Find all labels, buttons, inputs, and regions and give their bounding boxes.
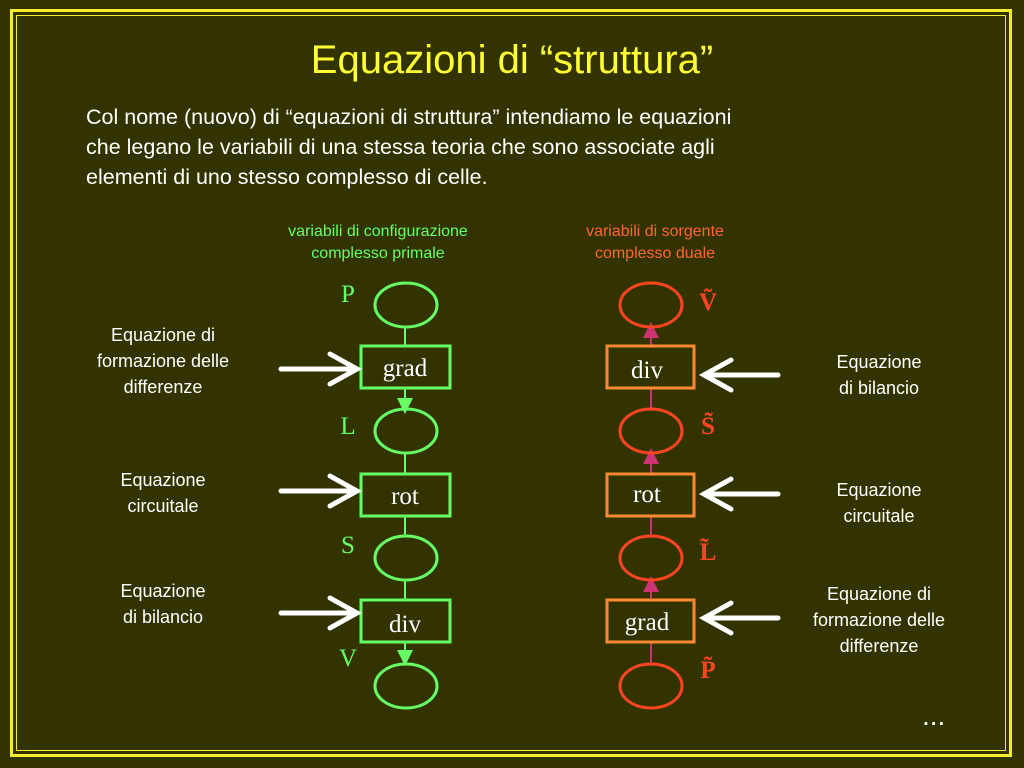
intro-line: Col nome (nuovo) di “equazioni di strutt… [86, 105, 732, 129]
label-line: Equazione di [110, 325, 216, 345]
dual-node-v [618, 281, 684, 329]
label-line: Equazione [836, 352, 922, 372]
right-equation-label-3: Equazione di formazione delle differenze [790, 581, 968, 659]
dual-header-line: variabili di sorgente [586, 223, 724, 240]
primal-node-p [373, 281, 439, 329]
right-equation-label-1: Equazione di bilancio [790, 349, 968, 401]
dual-operator-grad: grad [625, 609, 670, 636]
label-line: differenze [839, 636, 919, 656]
primal-variable-v: V [339, 645, 357, 672]
label-line: di bilancio [838, 378, 920, 398]
dual-variable-p-tilde: P̃ [700, 656, 715, 684]
intro-line: elementi di uno stesso complesso di cell… [86, 165, 488, 189]
label-line: di bilancio [122, 607, 204, 627]
primal-operator-box-div [359, 598, 452, 644]
primal-variable-s: S [341, 532, 355, 559]
dual-header-line: complesso duale [594, 245, 716, 262]
left-equation-label-2: Equazione circuitale [72, 467, 254, 519]
primal-node-l [373, 407, 439, 455]
primal-node-v [373, 662, 439, 710]
dual-chain: div rot grad Ṽ S̃ L̃ P̃ [605, 281, 717, 710]
dual-complex-header: variabili di sorgente complesso duale [555, 221, 755, 265]
dual-operator-box-rot [605, 472, 696, 518]
label-line: Equazione [120, 470, 206, 490]
pointer-arrows [278, 351, 781, 636]
primal-operator-box-rot [359, 472, 452, 518]
intro-line: che legano le variabili di una stessa te… [86, 135, 715, 159]
dual-variable-l-tilde: L̃ [700, 538, 717, 566]
continuation-ellipsis: ... [922, 700, 946, 731]
pointer-arrow-left-icon [698, 600, 781, 636]
label-line: circuitale [127, 496, 199, 516]
primal-operator-rot: rot [391, 483, 419, 510]
right-equation-label-2: Equazione circuitale [790, 477, 968, 529]
primal-operator-grad: grad [383, 355, 428, 382]
dual-operator-div: div [631, 357, 663, 384]
dual-node-p [618, 662, 684, 710]
slide-border-outer [10, 9, 1012, 757]
left-equation-label-3: Equazione di bilancio [72, 578, 254, 630]
dual-variable-s-tilde: S̃ [701, 412, 715, 440]
label-line: Equazione di [826, 584, 932, 604]
pointer-arrow-left-icon [698, 357, 781, 393]
primal-variable-l: L [340, 413, 355, 440]
primal-operator-div: div [389, 611, 421, 638]
label-line: differenze [123, 377, 203, 397]
pointer-arrow-right-icon [278, 351, 363, 387]
dual-variable-v-tilde: Ṽ [699, 287, 717, 316]
primal-chain: grad rot div P L S V [339, 281, 452, 710]
pointer-arrow-left-icon [698, 476, 781, 512]
dual-node-l [618, 534, 684, 582]
label-line: formazione delle [96, 351, 230, 371]
primal-complex-header: variabili di configurazione complesso pr… [252, 221, 504, 265]
pointer-arrow-right-icon [278, 473, 363, 509]
label-line: Equazione [120, 581, 206, 601]
label-line: Equazione [836, 480, 922, 500]
intro-paragraph: Col nome (nuovo) di “equazioni di strutt… [86, 102, 886, 192]
dual-operator-box-grad [605, 598, 696, 644]
primal-header-line: variabili di configurazione [288, 223, 468, 240]
slide-title: Equazioni di “struttura” [310, 38, 714, 82]
label-line: circuitale [843, 506, 915, 526]
primal-node-s [373, 534, 439, 582]
dual-operator-box-div [605, 344, 696, 390]
left-equation-label-1: Equazione di formazione delle differenze [72, 322, 254, 400]
primal-header-line: complesso primale [311, 245, 445, 262]
dual-operator-rot: rot [633, 481, 661, 508]
label-line: formazione delle [812, 610, 946, 630]
slide-border-inner [16, 15, 1006, 751]
primal-variable-p: P [341, 281, 355, 308]
pointer-arrow-right-icon [278, 595, 363, 631]
dual-node-s [618, 407, 684, 455]
primal-operator-box-grad [359, 344, 452, 390]
